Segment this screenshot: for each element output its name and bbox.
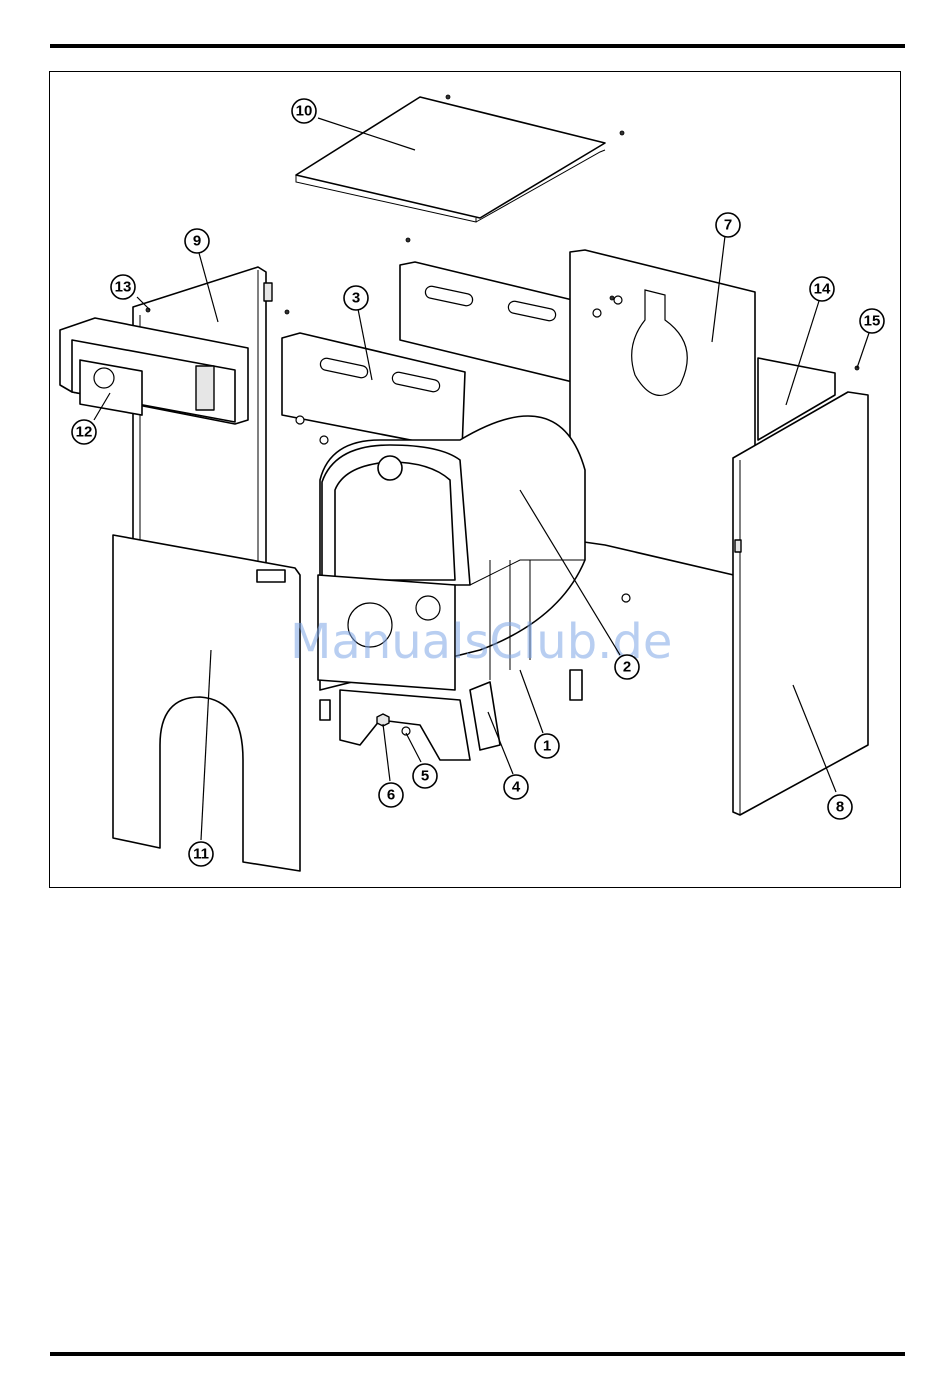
callout-9: 9 xyxy=(185,229,209,253)
svg-text:15: 15 xyxy=(864,313,881,330)
svg-text:14: 14 xyxy=(814,281,831,298)
callout-10: 10 xyxy=(292,99,316,123)
rear-bracket-plate xyxy=(282,333,465,450)
rear-panel xyxy=(570,250,755,580)
top-cover-panel xyxy=(296,95,624,222)
callout-8: 8 xyxy=(828,795,852,819)
front-door-panel xyxy=(113,535,300,871)
callout-6: 6 xyxy=(379,783,403,807)
nut-icon xyxy=(614,296,622,304)
svg-text:5: 5 xyxy=(421,768,429,785)
svg-text:6: 6 xyxy=(387,787,395,804)
screw-icon xyxy=(285,310,289,314)
callout-13: 13 xyxy=(111,275,135,299)
nut-icon xyxy=(296,416,304,424)
callout-12: 12 xyxy=(72,420,96,444)
nut-icon xyxy=(593,309,601,317)
callout-4: 4 xyxy=(504,775,528,799)
screw-icon xyxy=(406,238,410,242)
svg-text:10: 10 xyxy=(296,103,313,120)
svg-text:3: 3 xyxy=(352,290,360,307)
svg-text:7: 7 xyxy=(724,217,732,234)
right-side-panel xyxy=(733,392,868,815)
callout-2: 2 xyxy=(615,655,639,679)
callout-14: 14 xyxy=(810,277,834,301)
nut-icon xyxy=(622,594,630,602)
callout-1: 1 xyxy=(535,734,559,758)
svg-text:8: 8 xyxy=(836,799,844,816)
callout-15: 15 xyxy=(860,309,884,333)
svg-text:13: 13 xyxy=(115,279,132,296)
svg-text:2: 2 xyxy=(623,659,631,676)
svg-text:4: 4 xyxy=(512,779,521,796)
svg-text:12: 12 xyxy=(76,424,93,441)
callout-11: 11 xyxy=(189,842,213,866)
nut-icon xyxy=(320,436,328,444)
callout-7: 7 xyxy=(716,213,740,237)
left-side-panel xyxy=(133,267,272,570)
svg-text:11: 11 xyxy=(193,846,209,863)
watermark-text: ManualsClub.de xyxy=(290,614,672,670)
svg-text:9: 9 xyxy=(193,233,201,250)
callout-5: 5 xyxy=(413,764,437,788)
svg-text:1: 1 xyxy=(543,738,551,755)
callout-3: 3 xyxy=(344,286,368,310)
